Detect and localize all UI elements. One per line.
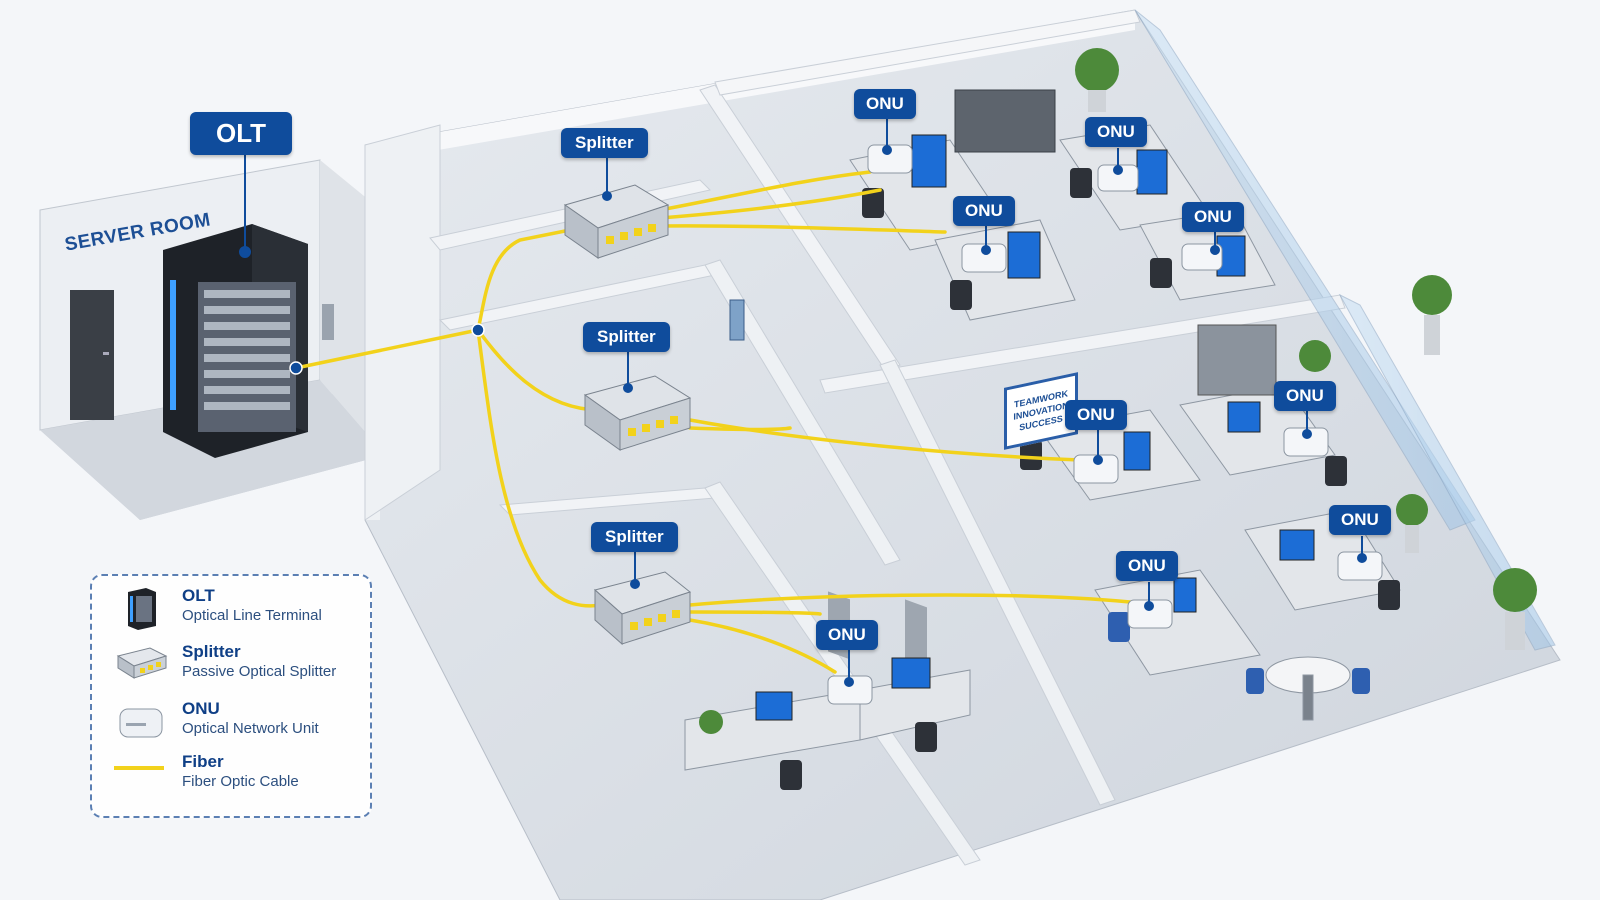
onu-label-2: ONU [953, 196, 1015, 226]
legend-desc-olt: Optical Line Terminal [182, 607, 322, 624]
onu-label-9: ONU [816, 620, 878, 650]
olt-rack [163, 224, 308, 458]
legend-desc-onu: Optical Network Unit [182, 720, 319, 737]
onu-label-5: ONU [1065, 400, 1127, 430]
legend-item-splitter: Splitter Passive Optical Splitter [92, 636, 372, 686]
monitor-icons [755, 134, 1315, 721]
splitter-label-1: Splitter [561, 128, 648, 158]
legend-title-fiber: Fiber [182, 752, 224, 771]
fiber-cables [294, 170, 1132, 674]
onu-label-3: ONU [1085, 117, 1147, 147]
onu-label-1: ONU [854, 89, 916, 119]
legend-desc-splitter: Passive Optical Splitter [182, 663, 337, 680]
label-leaders [239, 118, 1367, 687]
onu-icon [119, 708, 163, 738]
splitter-label-3: Splitter [591, 522, 678, 552]
legend-title-splitter: Splitter [182, 642, 241, 661]
onu-label-8: ONU [1116, 551, 1178, 581]
fiber-line-icon [114, 766, 164, 770]
olt-rack-icon [128, 588, 156, 630]
plant-icons [699, 48, 1537, 734]
fiber-junction-dots [289, 323, 485, 375]
splitter-label-2: Splitter [583, 322, 670, 352]
onu-label-6: ONU [1274, 381, 1336, 411]
legend-title-onu: ONU [182, 699, 220, 718]
legend-item-olt: OLT Optical Line Terminal [92, 580, 372, 630]
splitter-icon [116, 647, 168, 679]
splitter-box-1 [563, 184, 670, 259]
splitter-box-2 [583, 375, 692, 451]
onu-label-7: ONU [1329, 505, 1391, 535]
splitter-boxes [563, 184, 692, 646]
chair-icons [780, 168, 1400, 790]
legend-item-onu: ONU Optical Network Unit [92, 693, 372, 743]
legend: OLT Optical Line Terminal Splitter Passi… [90, 574, 372, 818]
onu-label-4: ONU [1182, 202, 1244, 232]
legend-desc-fiber: Fiber Optic Cable [182, 773, 299, 790]
splitter-box-3 [593, 571, 692, 646]
legend-title-olt: OLT [182, 586, 215, 605]
olt-label: OLT [190, 112, 293, 155]
legend-item-fiber: Fiber Fiber Optic Cable [92, 746, 372, 796]
